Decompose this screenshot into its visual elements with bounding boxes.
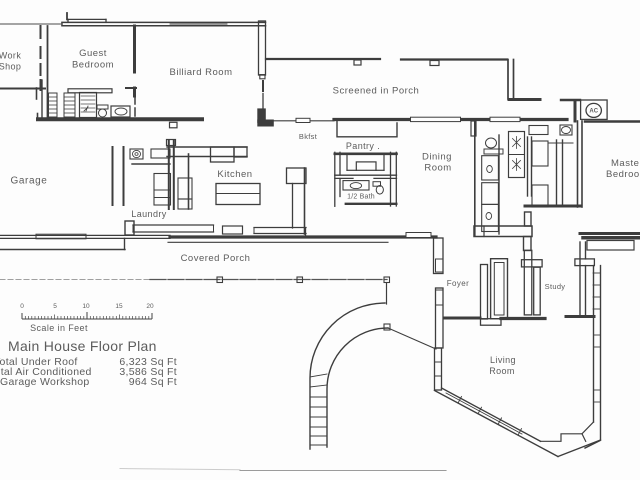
- svg-text:Total Air Conditioned: Total Air Conditioned: [0, 366, 92, 378]
- svg-text:Scale in Feet: Scale in Feet: [30, 323, 88, 333]
- svg-text:Billiard Room: Billiard Room: [170, 67, 233, 78]
- svg-text:Work: Work: [0, 51, 21, 61]
- svg-text:Garage Workshop: Garage Workshop: [0, 376, 90, 388]
- svg-text:Total Under Roof: Total Under Roof: [0, 356, 78, 368]
- svg-text:15: 15: [115, 303, 123, 310]
- svg-text:10: 10: [82, 303, 90, 310]
- svg-text:Pantry .: Pantry .: [346, 141, 380, 151]
- svg-text:AC: AC: [589, 109, 598, 115]
- svg-text:Bkfst: Bkfst: [299, 132, 318, 141]
- svg-text:3,586 Sq Ft: 3,586 Sq Ft: [119, 366, 177, 378]
- svg-text:Guest: Guest: [79, 48, 107, 59]
- svg-text:6,323 Sq Ft: 6,323 Sq Ft: [119, 356, 177, 368]
- svg-text:Garage: Garage: [11, 176, 48, 187]
- svg-text:Bedroom: Bedroom: [72, 60, 114, 71]
- svg-text:Room: Room: [424, 163, 451, 174]
- svg-text:Kitchen: Kitchen: [217, 169, 252, 180]
- svg-text:Dining: Dining: [422, 152, 452, 163]
- svg-text:Foyer: Foyer: [447, 279, 469, 288]
- svg-text:Study: Study: [545, 282, 566, 291]
- svg-text:Covered Porch: Covered Porch: [181, 253, 251, 264]
- svg-text:0: 0: [20, 303, 24, 310]
- svg-text:5: 5: [53, 303, 57, 310]
- svg-text:Master: Master: [611, 158, 640, 169]
- svg-text:Room: Room: [489, 366, 515, 376]
- svg-text:964 Sq Ft: 964 Sq Ft: [129, 376, 177, 388]
- svg-text:20: 20: [146, 303, 154, 310]
- svg-text:Living: Living: [490, 355, 516, 365]
- svg-text:Shop: Shop: [0, 62, 21, 72]
- svg-text:Screened in Porch: Screened in Porch: [333, 86, 420, 97]
- svg-text:Laundry: Laundry: [131, 209, 166, 219]
- svg-text:Bedroom: Bedroom: [606, 169, 640, 180]
- svg-text:1/2 Bath: 1/2 Bath: [347, 194, 375, 201]
- svg-text:Main House Floor Plan: Main House Floor Plan: [8, 338, 157, 354]
